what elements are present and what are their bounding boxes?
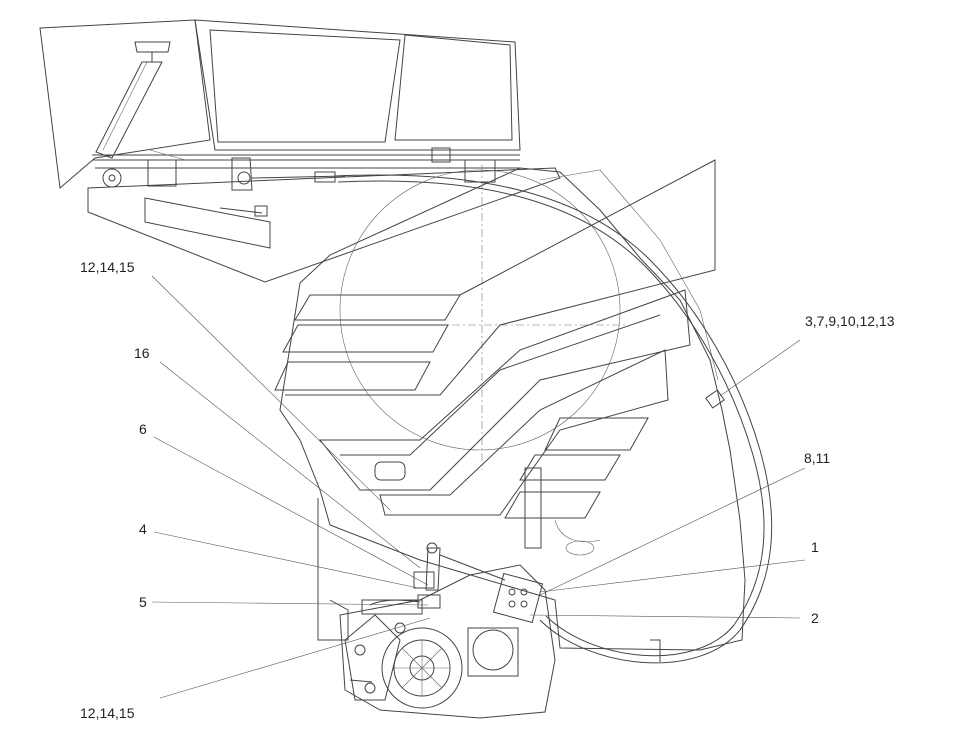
callout-2: 2 [811,610,819,626]
lift-cylinder [95,41,171,159]
callout-4: 4 [139,521,147,537]
leader-lines [151,275,806,699]
cab-body [39,19,521,189]
callout-1: 1 [811,539,819,555]
callout-3-7-9-10-12-13: 3,7,9,10,12,13 [805,313,895,329]
callout-16: 16 [134,345,150,361]
cab-linkage [231,157,346,191]
shift-lever [369,542,441,609]
callout-6: 6 [139,421,147,437]
control-block [439,554,544,624]
gearbox-assembly [339,564,556,719]
callout-12-14-15-bottom: 12,14,15 [80,705,135,721]
chassis-bracket [87,167,561,283]
callout-8-11: 8,11 [804,450,830,466]
callout-5: 5 [139,594,147,610]
engine-housing [279,167,746,662]
callout-12-14-15-top: 12,14,15 [80,259,135,275]
logo-watermark [274,159,716,549]
control-cable [334,174,773,664]
